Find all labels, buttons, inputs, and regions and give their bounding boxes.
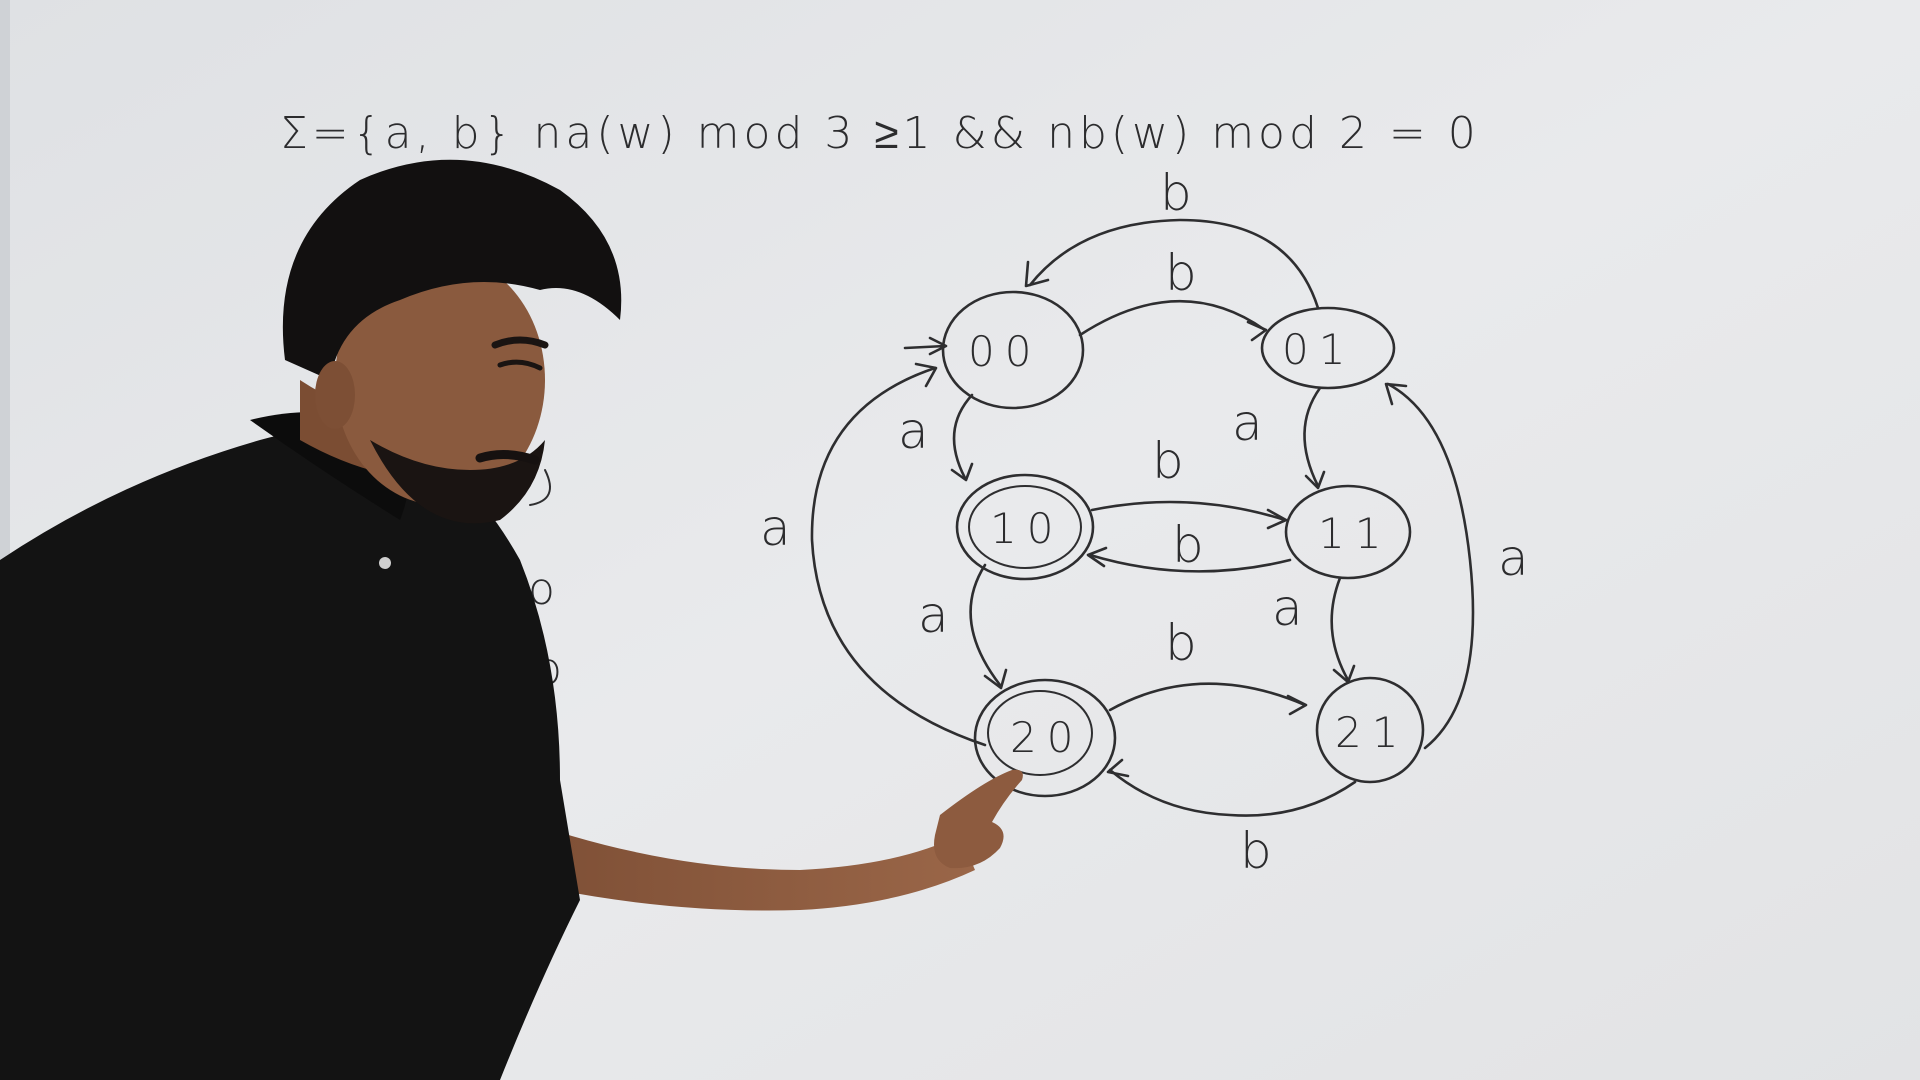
edge-11-10: b [1086,516,1292,574]
presenter [0,159,1023,1080]
edge-00-01-label: b [1165,244,1197,302]
presenter-arm [470,800,975,911]
edge-11-21-label: a [1272,579,1303,637]
state-00: 00 [941,290,1085,410]
edge-21-20-label: b [1240,822,1272,880]
state-20: 20 [973,678,1117,798]
presenter-hair [282,159,622,380]
edge-00-01: b [1078,244,1268,342]
state-01: 01 [1260,306,1396,390]
partial-curve-sketch [529,469,551,506]
board-left-edge [0,0,10,1080]
edge-01-00: b [1024,164,1320,310]
presenter-eye [497,359,543,371]
presenter-face [335,255,545,505]
presenter-eyebrow [491,336,549,349]
edge-01-11: a [1232,386,1326,490]
state-20-label: 20 [1010,713,1083,762]
state-21: 21 [1315,676,1425,784]
edge-21-01-label: a [1498,529,1529,587]
edge-10-11-label: b [1152,432,1184,490]
state-10-label: 10 [990,504,1063,553]
edge-20-21-label: b [1165,614,1197,672]
state-11-label: 11 [1318,509,1391,558]
start-arrow [903,336,948,356]
shirt-button-icon [379,557,391,569]
presenter-moustache [475,450,540,465]
presenter-hand [934,769,1023,869]
state-10: 10 [955,473,1095,581]
edge-10-20: a [918,563,1008,690]
state-21-label: 21 [1335,708,1408,757]
state-11: 11 [1284,484,1412,580]
edge-00-10-label: a [898,402,929,460]
edge-11-10-label: b [1172,516,1204,574]
state-01-label: 01 [1282,325,1355,374]
presenter-beard [370,440,545,524]
edge-21-20: b [1106,758,1357,880]
edge-00-10: a [898,393,974,482]
edge-01-11-label: a [1232,394,1263,452]
edge-01-00-label: b [1160,164,1192,222]
edge-21-01: a [1384,382,1529,750]
edge-10-11: b [1090,432,1288,530]
edge-11-21: a [1272,576,1356,684]
presenter-ear [315,361,355,429]
edge-20-00-label: a [760,499,791,557]
dfa-diagram: 00 01 10 11 20 21 [760,164,1529,880]
edge-20-00: a [760,362,987,747]
formula-text: Σ={a, b} na(w) mod 3 ≥1 && nb(w) mod 2 =… [280,108,1480,159]
presenter-shirt [0,430,580,1080]
state-00-label: 00 [968,327,1041,376]
edge-20-21: b [1108,614,1308,716]
edge-10-20-label: a [918,586,949,644]
